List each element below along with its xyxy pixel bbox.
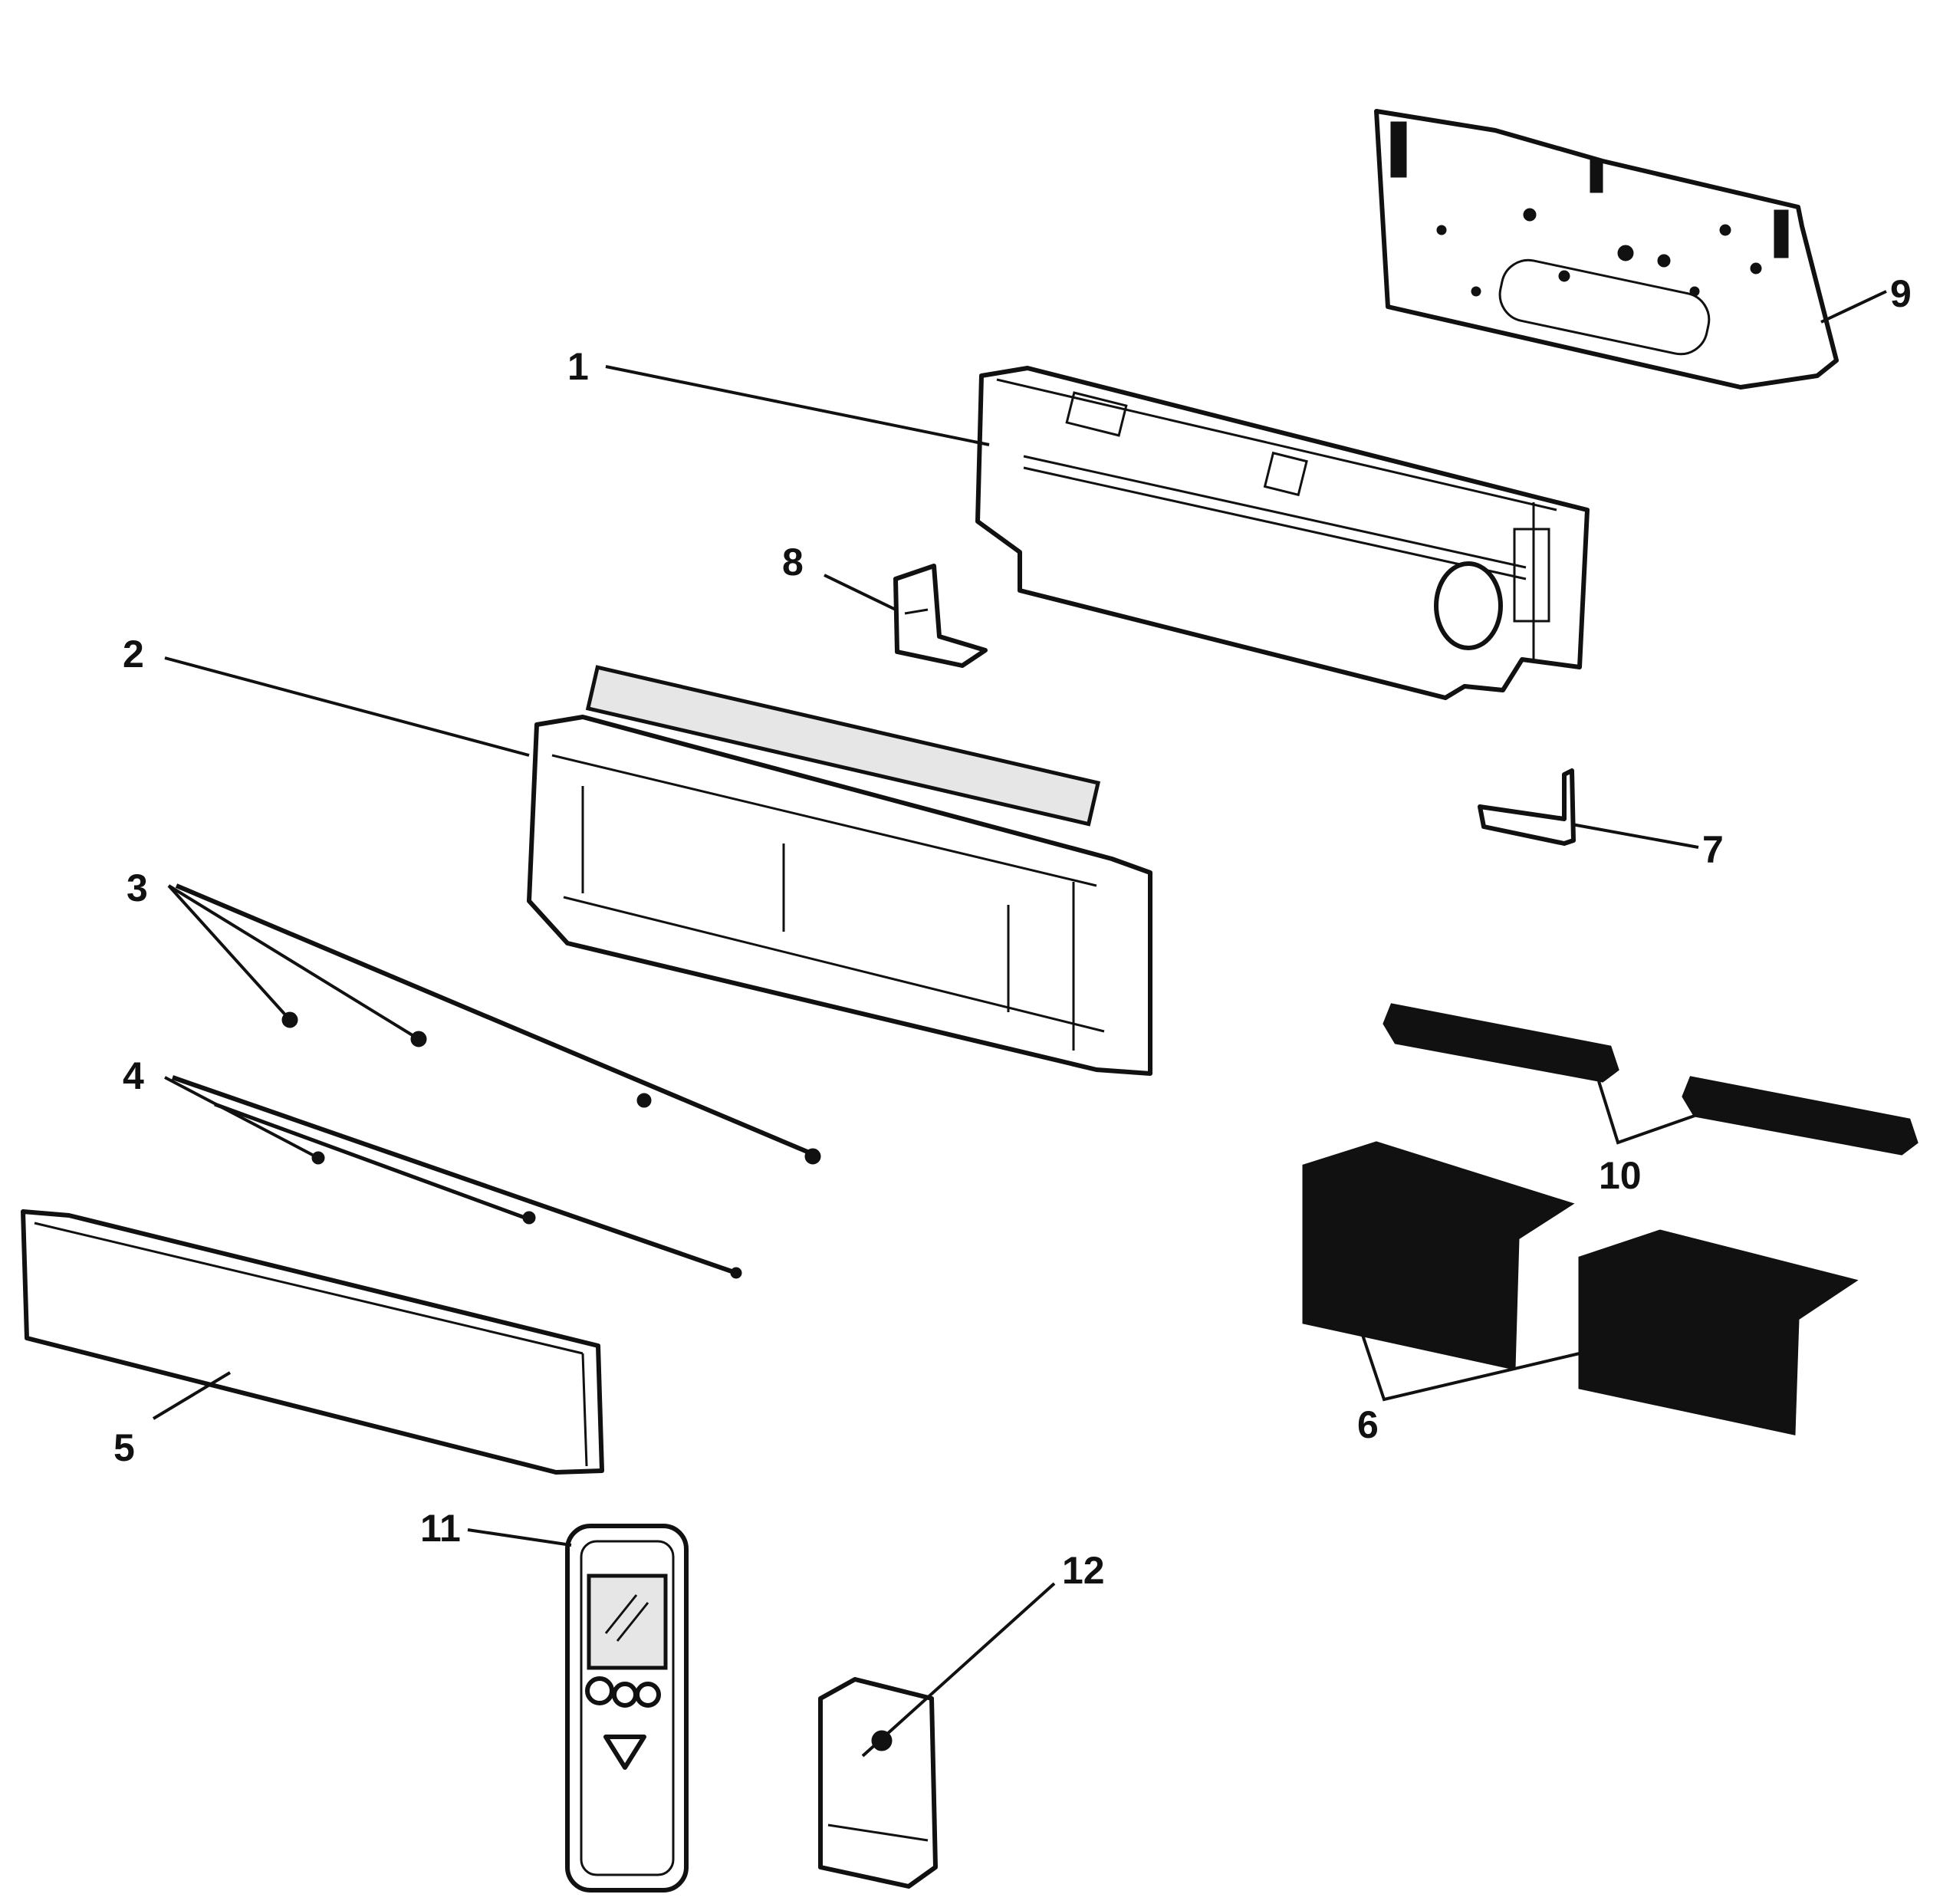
part-louver-vanes bbox=[1383, 1003, 1918, 1156]
callout-10: 10 bbox=[1599, 1154, 1642, 1197]
callout-1: 1 bbox=[567, 345, 589, 388]
part-remote-holder bbox=[818, 1677, 938, 1889]
callout-12: 12 bbox=[1062, 1549, 1105, 1592]
callout-3: 3 bbox=[127, 867, 148, 909]
callout-7: 7 bbox=[1702, 828, 1724, 871]
part-front-grille-frame bbox=[527, 665, 1152, 1076]
part-front-panel bbox=[21, 1209, 604, 1475]
callout-11: 11 bbox=[420, 1507, 461, 1550]
callout-5: 5 bbox=[113, 1426, 135, 1469]
part-louver-rods-3 bbox=[175, 883, 821, 1165]
part-left-bracket bbox=[893, 564, 988, 668]
part-right-bracket bbox=[1478, 768, 1576, 846]
callout-8: 8 bbox=[782, 541, 804, 584]
part-control-board bbox=[1374, 109, 1839, 390]
part-remote-control bbox=[565, 1524, 689, 1892]
part-louver-rods-4 bbox=[172, 1075, 742, 1279]
callout-2: 2 bbox=[123, 633, 144, 676]
part-air-filters bbox=[1302, 1141, 1859, 1435]
callout-6: 6 bbox=[1357, 1403, 1379, 1446]
callout-9: 9 bbox=[1890, 272, 1912, 315]
part-rear-chassis bbox=[975, 366, 1590, 700]
callout-4: 4 bbox=[123, 1054, 144, 1097]
